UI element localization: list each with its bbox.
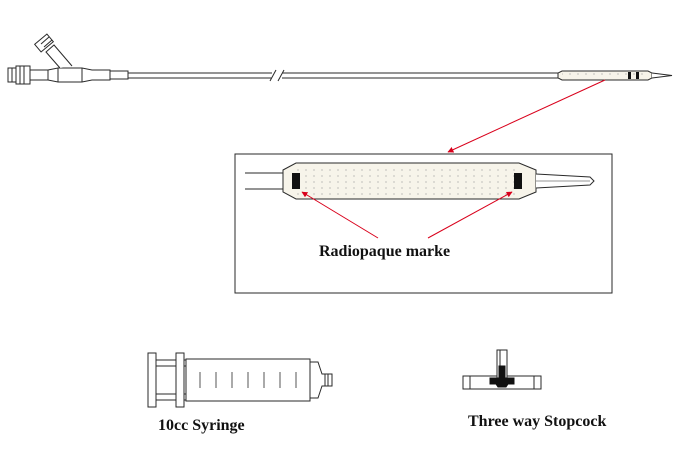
radiopaque-marker-left (292, 173, 300, 189)
stopcock-label: Three way Stopcock (468, 413, 607, 430)
callout-arrow (447, 79, 606, 153)
marker-arrow-left (301, 191, 379, 239)
marker-arrow-right (427, 191, 513, 239)
syringe (147, 352, 333, 408)
syringe-label: 10cc Syringe (158, 417, 245, 434)
catheter (7, 33, 673, 85)
radiopaque-marker-label: Radiopaque marke (319, 243, 451, 260)
catheter-balloon-tip (557, 70, 673, 81)
y-connector (29, 33, 129, 83)
three-way-stopcock (462, 349, 542, 390)
luer-hub (7, 65, 31, 85)
radiopaque-marker-right (514, 173, 522, 189)
inset-detail (234, 153, 613, 294)
catheter-shaft (128, 69, 562, 82)
